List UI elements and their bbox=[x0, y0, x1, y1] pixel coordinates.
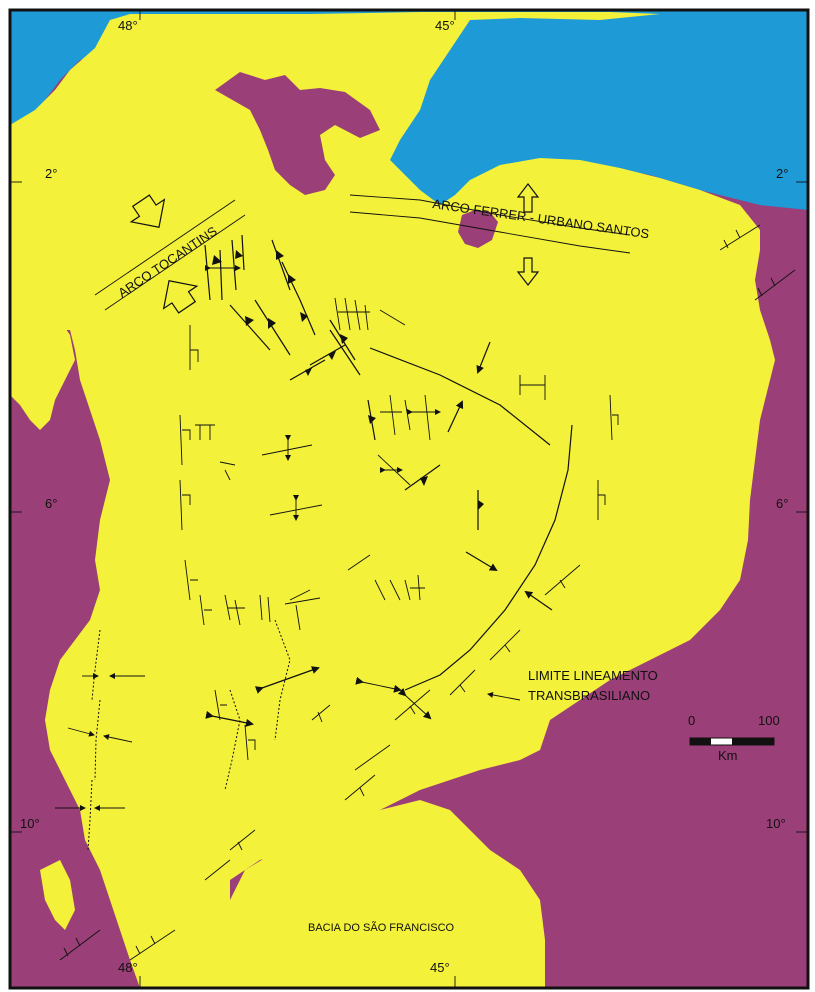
open-arrow-tocantins bbox=[129, 194, 199, 314]
west-lobe bbox=[10, 290, 75, 430]
lat-6-left: 6° bbox=[45, 496, 57, 511]
lat-2-right: 2° bbox=[776, 166, 788, 181]
compression-markers bbox=[55, 619, 291, 851]
map-frame bbox=[8, 8, 810, 990]
open-arrow-ferrer bbox=[516, 183, 540, 286]
lon-48-top: 48° bbox=[118, 18, 138, 33]
scale-unit-label: Km bbox=[718, 748, 738, 763]
arco-ferrer-line-1 bbox=[349, 194, 631, 236]
arco-tocantins-line-1 bbox=[94, 199, 236, 296]
lat-10-left: 10° bbox=[20, 816, 40, 831]
transbrasiliano-limit bbox=[369, 347, 573, 691]
grid-ticks bbox=[10, 10, 808, 988]
north-outcrop bbox=[215, 72, 380, 195]
limite-label-line1: LIMITE LINEAMENTO bbox=[528, 668, 658, 683]
lon-45-bottom: 45° bbox=[430, 960, 450, 975]
lat-2-left: 2° bbox=[45, 166, 57, 181]
lon-48-bottom: 48° bbox=[118, 960, 138, 975]
coastal-outcrop bbox=[458, 210, 498, 248]
scale-max-label: 100 bbox=[758, 713, 780, 728]
lat-6-right: 6° bbox=[776, 496, 788, 511]
sao-francisco-basin bbox=[230, 800, 545, 988]
arco-ferrer-line-2 bbox=[349, 211, 631, 254]
lat-10-right: 10° bbox=[766, 816, 786, 831]
thrust-faults bbox=[204, 234, 484, 530]
scale-bar: 0 100 Km bbox=[688, 713, 780, 763]
arco-tocantins-line-2 bbox=[104, 214, 246, 311]
fold-axes bbox=[205, 265, 441, 631]
parnaiba-basin bbox=[10, 12, 775, 988]
double-arrows bbox=[205, 666, 432, 727]
stress-arrows bbox=[447, 341, 553, 611]
scale-min-label: 0 bbox=[688, 713, 695, 728]
bacia-label: BACIA DO SÃO FRANCISCO bbox=[308, 921, 455, 934]
limite-label-line2: TRANSBRASILIANO bbox=[528, 688, 650, 703]
normal-faults bbox=[59, 224, 796, 961]
lon-45-top: 45° bbox=[435, 18, 455, 33]
limite-pointer bbox=[487, 691, 521, 701]
southwest-lobe bbox=[40, 860, 75, 930]
